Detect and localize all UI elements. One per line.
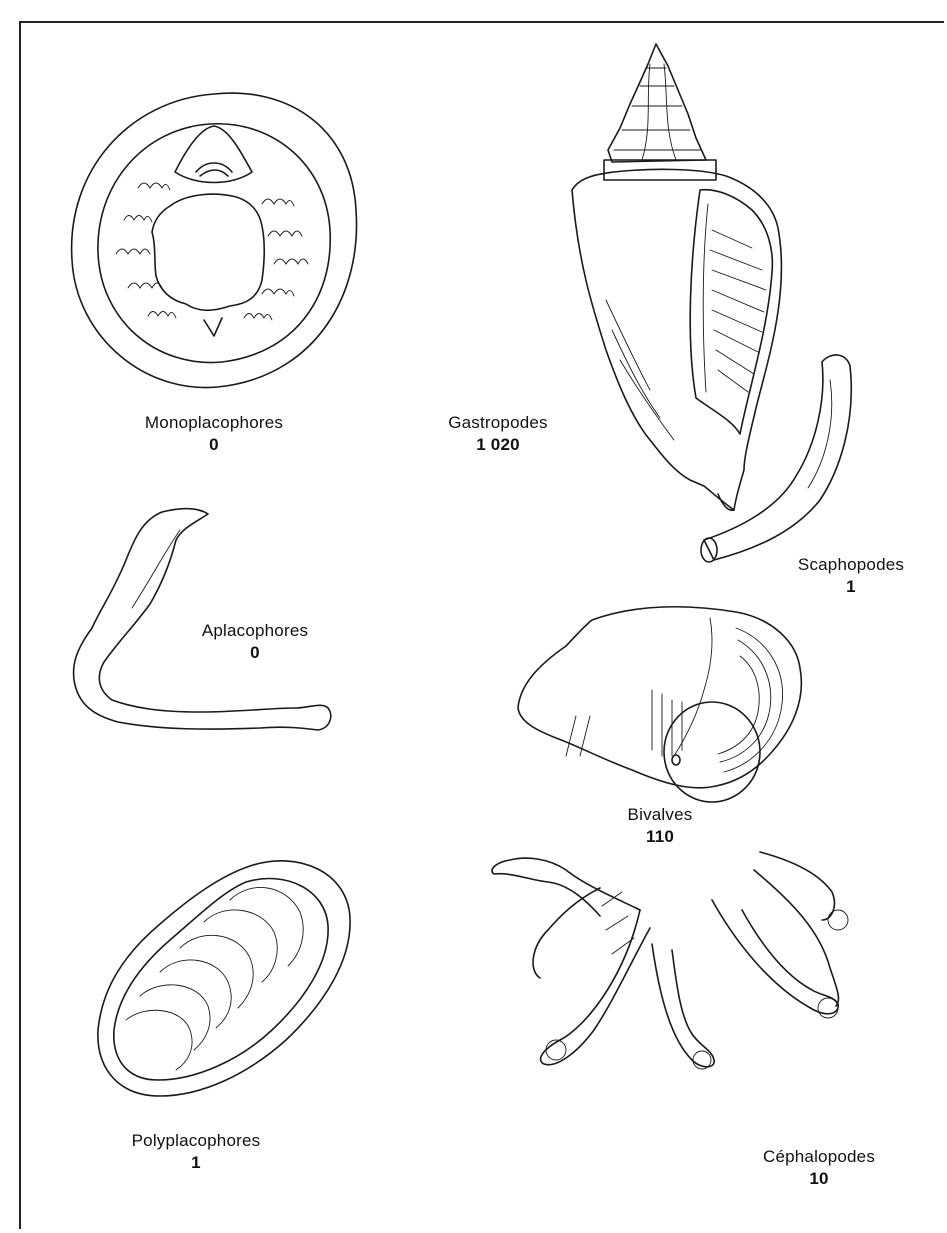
cephalopodes-name: Céphalopodes bbox=[744, 1146, 894, 1168]
bivalves-name: Bivalves bbox=[614, 804, 706, 826]
monoplacophores-count: 0 bbox=[108, 434, 320, 456]
label-monoplacophores: Monoplacophores 0 bbox=[108, 412, 320, 456]
bivalves-count: 110 bbox=[614, 826, 706, 848]
aplacophores-count: 0 bbox=[182, 642, 328, 664]
monoplacophores-name: Monoplacophores bbox=[108, 412, 320, 434]
scaphopodes-count: 1 bbox=[776, 576, 926, 598]
label-scaphopodes: Scaphopodes 1 bbox=[776, 554, 926, 598]
label-aplacophores: Aplacophores 0 bbox=[182, 620, 328, 664]
label-gastropodes: Gastropodes 1 020 bbox=[436, 412, 560, 456]
scaphopod-illustration bbox=[701, 355, 851, 562]
gastropod-illustration bbox=[572, 44, 781, 510]
polyplacophore-illustration bbox=[98, 861, 350, 1096]
gastropodes-count: 1 020 bbox=[436, 434, 560, 456]
label-bivalves: Bivalves 110 bbox=[614, 804, 706, 848]
scaphopodes-name: Scaphopodes bbox=[776, 554, 926, 576]
label-cephalopodes: Céphalopodes 10 bbox=[744, 1146, 894, 1190]
cephalopodes-count: 10 bbox=[744, 1168, 894, 1190]
aplacophores-name: Aplacophores bbox=[182, 620, 328, 642]
polyplacophores-name: Polyplacophores bbox=[104, 1130, 288, 1152]
label-polyplacophores: Polyplacophores 1 bbox=[104, 1130, 288, 1174]
cephalopod-illustration bbox=[492, 702, 848, 1069]
monoplacophore-illustration bbox=[72, 93, 357, 387]
polyplacophores-count: 1 bbox=[104, 1152, 288, 1174]
gastropodes-name: Gastropodes bbox=[436, 412, 560, 434]
